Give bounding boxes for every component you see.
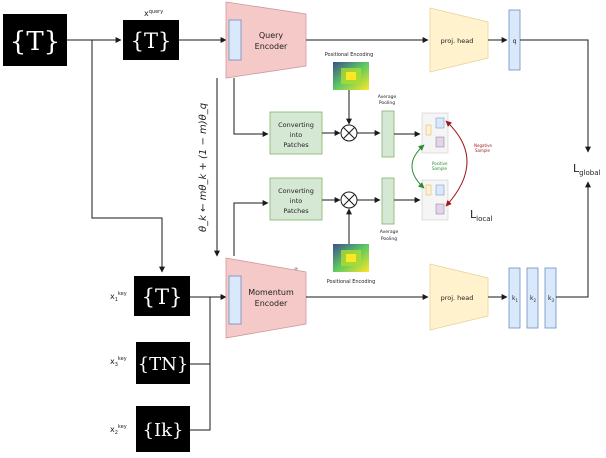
svg-text:proj. head: proj. head [441, 294, 474, 302]
svg-text:{T}: {T} [131, 29, 172, 53]
positional-encoding-bottom-heatmap [333, 244, 369, 272]
momentum-encoder: Momentum Encoder ∞ [225, 257, 307, 339]
proj-head-bottom: proj. head [429, 263, 489, 331]
svg-text:into: into [290, 197, 302, 205]
average-pooling-bottom-vector [381, 177, 395, 225]
negative-sample-label-2: Sample [475, 148, 491, 153]
line-x3key-join [190, 297, 211, 365]
vector-q: q [508, 9, 521, 71]
input-image-x2-key: {Ik} [136, 406, 190, 452]
svg-text:into: into [290, 131, 302, 139]
x1-key-label: x1key [110, 291, 127, 303]
local-feature-top [421, 112, 449, 154]
svg-text:k3: k3 [548, 295, 554, 303]
average-pooling-bottom-label-2: Pooling [381, 236, 397, 242]
arrow-q-to-global-loss [520, 39, 591, 153]
average-pooling-top-label-1: Average [378, 94, 397, 100]
vector-k2: k2 [526, 267, 539, 329]
positional-encoding-bottom-label: Positional Encoding [327, 279, 376, 285]
momentum-update-rule: θ_k ← mθ_k + (1 − m)θ_q [198, 103, 209, 232]
svg-text:{T}: {T} [10, 27, 60, 57]
patches-box-bottom: Converting into Patches [269, 177, 323, 221]
svg-text:Encoder: Encoder [255, 299, 288, 308]
svg-text:Query: Query [259, 31, 284, 40]
x2-key-label: x2key [110, 424, 127, 436]
input-image-x3-key: {TN} [136, 342, 190, 384]
proj-head-top: proj. head [429, 7, 489, 73]
arrow-k-to-global-loss [556, 181, 591, 298]
positional-encoding-top-label: Positional Encoding [325, 52, 374, 58]
vector-k3: k3 [544, 267, 557, 329]
svg-text:{TN}: {TN} [138, 354, 189, 375]
average-pooling-top-label-2: Pooling [379, 100, 395, 106]
svg-text:k2: k2 [530, 295, 536, 303]
svg-text:proj. head: proj. head [441, 37, 474, 45]
positive-sample-label-2: Sample [432, 166, 448, 171]
momentum-encoder-input-vector [228, 275, 242, 325]
vector-k1: k1 [508, 267, 521, 329]
svg-text:Momentum: Momentum [248, 288, 294, 297]
svg-text:Converting: Converting [278, 121, 314, 129]
momentum-encoder-mark: ∞ [294, 266, 298, 272]
x3-key-label: x3key [110, 356, 127, 368]
local-feature-bottom [421, 179, 449, 221]
loss-global-label: Lglobal [573, 162, 601, 177]
input-image-x: {T} [3, 14, 67, 66]
positional-encoding-top-heatmap [333, 62, 369, 90]
query-encoder: Query Encoder [225, 1, 307, 79]
line-x2key-join [190, 364, 211, 431]
arrow-x-to-x1key [91, 40, 165, 273]
svg-text:Encoder: Encoder [255, 42, 288, 51]
negative-sample-label-1: Negative [474, 143, 492, 148]
svg-text:{Ik}: {Ik} [143, 420, 184, 441]
svg-text:Converting: Converting [278, 187, 314, 195]
svg-text:Patches: Patches [283, 207, 309, 215]
svg-text:q: q [513, 38, 517, 45]
arrow-momentum-to-patches [233, 200, 269, 256]
svg-text:k1: k1 [512, 295, 518, 303]
input-image-x1-key: {T} [134, 276, 190, 316]
multiply-node-top [340, 124, 358, 142]
average-pooling-top-vector [381, 110, 395, 158]
svg-text:Patches: Patches [283, 141, 309, 149]
multiply-node-bottom [340, 191, 358, 209]
patches-box-top: Converting into Patches [269, 111, 323, 155]
negative-sample-arc [445, 120, 468, 207]
input-image-x-query: {T} [123, 20, 179, 60]
positive-sample-arc [411, 144, 425, 189]
positive-sample-label-1: Positive [432, 161, 448, 166]
query-encoder-input-vector [228, 19, 242, 61]
svg-text:{T}: {T} [142, 285, 183, 309]
arrow-query-to-patches [233, 78, 269, 137]
average-pooling-bottom-label-1: Average [380, 229, 399, 235]
loss-local-label: Llocal [470, 208, 493, 223]
x-query-label: xquery [144, 9, 163, 18]
